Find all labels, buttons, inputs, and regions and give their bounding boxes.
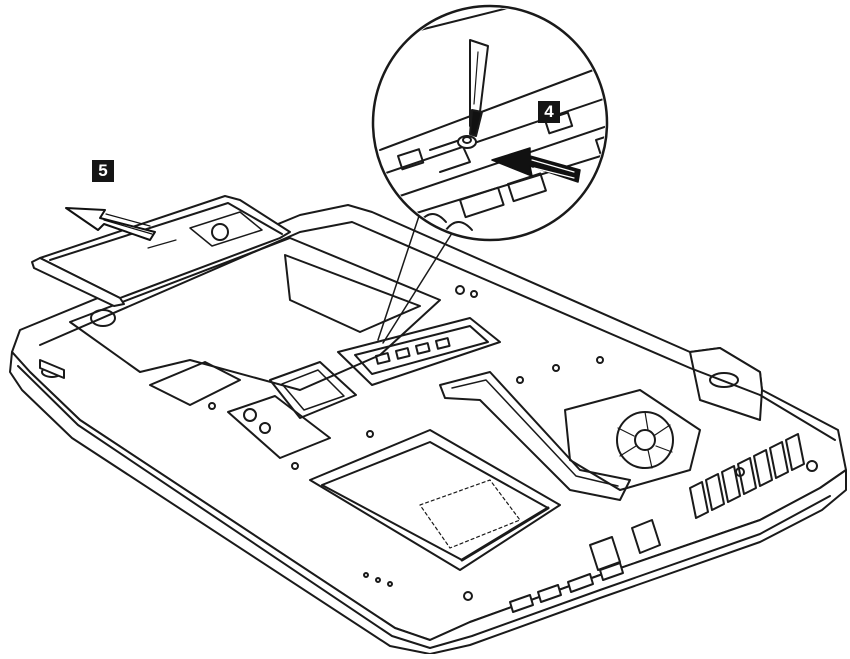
zoom-pad-5: [595, 132, 605, 155]
upper-panel: [41, 237, 478, 391]
left-port: [39, 359, 65, 379]
screw-hole-7: [552, 364, 560, 372]
lock-slot: [806, 460, 818, 472]
screw-hole-5: [291, 462, 299, 470]
vent-grille: [689, 433, 805, 519]
zoom-screw-head: [462, 136, 472, 144]
zoom-lower-edge: [409, 149, 605, 216]
pcie-card: [281, 369, 345, 411]
optical-drive-spindle: [211, 223, 229, 241]
ethernet-port: [589, 536, 621, 571]
screw-hole-3: [208, 402, 216, 410]
zoom-bay-step: [429, 139, 471, 173]
optical-drive-bracket: [189, 211, 263, 247]
callout-line-left: [377, 212, 421, 341]
fan-blades: [617, 411, 673, 469]
memory-chip-4: [434, 337, 451, 350]
screw-hole-6: [516, 376, 524, 384]
front-indicator-3: [387, 581, 393, 587]
hard-disk: [309, 429, 561, 571]
zoom-hook-2: [445, 221, 473, 231]
memory-module: [354, 325, 489, 375]
screw-hole-1: [455, 285, 465, 295]
wifi-card-bay: [149, 361, 241, 406]
memory-chip-2: [395, 347, 411, 360]
zoom-circle: [371, 4, 609, 242]
usb-port-2: [537, 584, 562, 603]
hdd-connector: [460, 506, 550, 562]
screw-hole-10: [735, 467, 745, 477]
screwdriver-tip: [469, 109, 483, 137]
fan-center: [634, 429, 656, 451]
hdd-label-area: [419, 479, 521, 549]
screw-hole-9: [463, 591, 473, 601]
arrow-step-4-shading: [531, 159, 575, 179]
cooling-system: [439, 371, 701, 501]
fan-housing: [564, 389, 701, 491]
memory-chip-1: [375, 352, 391, 365]
zoom-pad-1: [397, 148, 425, 171]
screw-hole-2: [470, 290, 478, 298]
usb-port-1: [509, 594, 534, 613]
heat-pipe-outer: [439, 371, 631, 501]
zoom-detail: [371, 4, 609, 242]
upper-panel-screw: [90, 309, 116, 327]
hdmi-port: [567, 573, 594, 593]
front-indicator-1: [363, 572, 369, 578]
upper-panel-outline: [69, 237, 441, 391]
optical-drive-label: [147, 239, 177, 249]
step-5-badge: 5: [92, 160, 114, 182]
screwdriver-highlight: [473, 51, 479, 105]
arrow-step-5: [65, 207, 156, 241]
memory-slot-outline: [337, 317, 501, 386]
connector-2: [259, 422, 271, 434]
zoom-panel-edge-4: [419, 8, 605, 31]
optical-drive: [31, 195, 291, 307]
memory-slot: [337, 317, 501, 386]
hdd-bay-outline: [309, 429, 561, 571]
laptop-side-inner-line: [17, 365, 831, 649]
callout-line-right: [382, 229, 455, 344]
pcie-bay: [269, 361, 357, 419]
connector-1: [243, 408, 257, 422]
screw-hole-8: [596, 356, 604, 364]
screw-hole-4: [366, 430, 374, 438]
optical-drive-bezel: [31, 257, 125, 307]
optical-drive-top-edge: [49, 202, 283, 261]
side-ports: [39, 359, 818, 613]
step-4-badge: 4: [538, 101, 560, 123]
arrow-step-5-shading: [103, 213, 153, 235]
zoom-panel-edge-1: [379, 59, 605, 151]
front-indicator-2: [375, 577, 381, 583]
memory-chip-3: [415, 342, 431, 355]
heat-pipe-inner: [451, 379, 619, 487]
zoom-contents: [379, 8, 605, 231]
laptop-side-edge: [9, 351, 847, 655]
upper-panel-recess: [284, 254, 421, 333]
middle-components: [149, 356, 604, 470]
usb-port-3: [599, 562, 624, 581]
lower-left-bay: [227, 395, 331, 459]
vga-port: [631, 519, 661, 554]
